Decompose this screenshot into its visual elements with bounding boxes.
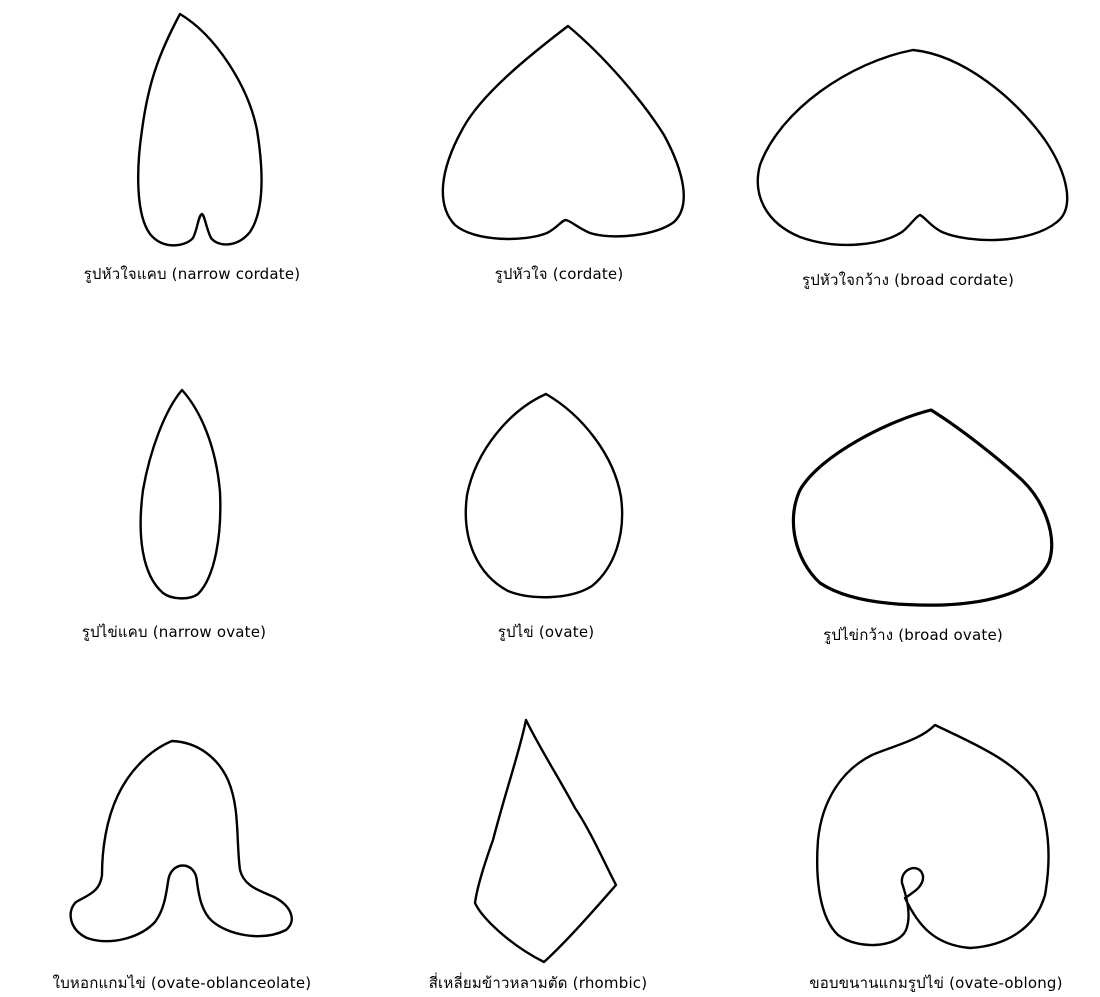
narrow-ovate-outline [141,390,221,598]
caption-ovate: รูปไข่ (ovate) [498,620,595,644]
caption-broad-cordate: รูปหัวใจกว้าง (broad cordate) [802,268,1014,292]
rhombic-outline [475,720,616,962]
ovate-outline [466,394,622,597]
caption-cordate: รูปหัวใจ (cordate) [495,262,624,286]
caption-broad-ovate: รูปไข่กว้าง (broad ovate) [823,623,1003,647]
narrow-cordate-outline [138,14,261,245]
broad-ovate-outline [793,410,1051,605]
caption-rhombic: สี่เหลี่ยมข้าวหลามตัด (rhombic) [429,971,648,995]
cordate-outline [443,26,684,239]
caption-ovate-oblong: ขอบขนานแกมรูปไข่ (ovate-oblong) [809,971,1062,995]
broad-cordate-outline [758,50,1067,245]
ovate-oblong-outline [817,725,1048,948]
caption-narrow-cordate: รูปหัวใจแคบ (narrow cordate) [84,262,301,286]
caption-narrow-ovate: รูปไข่แคบ (narrow ovate) [82,620,266,644]
caption-ovate-oblanceolate: ใบหอกแกมไข่ (ovate-oblanceolate) [53,971,312,995]
ovate-oblanceolate-outline [71,741,292,941]
